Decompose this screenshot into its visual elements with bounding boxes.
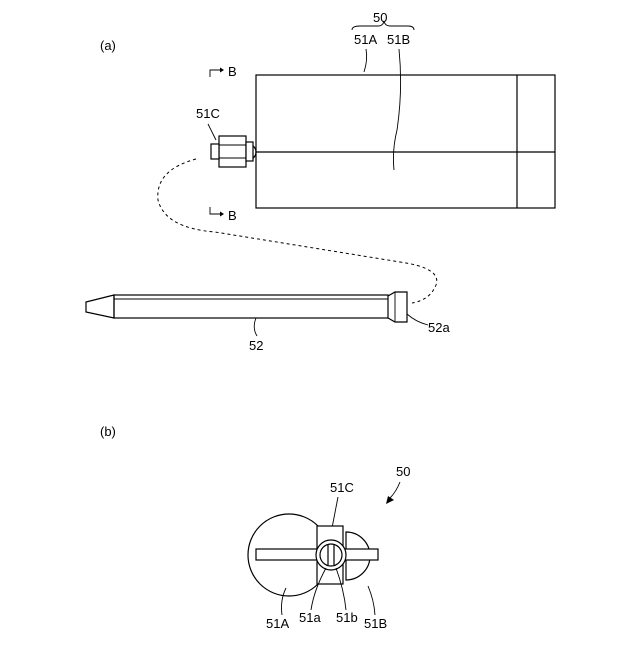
section-arrowhead-top — [220, 68, 224, 73]
cartridge-a-leader — [364, 49, 367, 72]
nozzle-end-cap — [388, 292, 407, 322]
nozzle-tip — [86, 295, 114, 318]
section-arrow-top — [210, 70, 220, 77]
nozzle-leader — [254, 318, 257, 336]
cartridge-b-leader-b — [368, 586, 375, 615]
outlet-b-ref: 51b — [336, 610, 358, 625]
connector-leader-a — [208, 124, 216, 140]
connector-ref-a: 51C — [196, 106, 220, 121]
cartridge-b-ref: 51B — [387, 32, 410, 47]
connector-nut — [219, 136, 246, 167]
outlet-a-ref: 51a — [299, 610, 321, 625]
cartridge-body — [256, 75, 555, 208]
assembly-ref-b-arrowhead — [386, 496, 394, 504]
assembly-ref-b: 50 — [396, 464, 410, 479]
assembly-ref-b-leader — [390, 482, 400, 498]
nozzle-body — [114, 295, 388, 318]
connector-leader-b — [332, 497, 338, 528]
nozzle-ref: 52 — [249, 338, 263, 353]
connector-ref-b: 51C — [330, 480, 354, 495]
cartridge-b-ref-b: 51B — [364, 616, 387, 631]
nozzle-end-leader — [407, 314, 428, 325]
connection-path — [158, 159, 437, 303]
cartridge-a-leader-b — [282, 588, 287, 615]
panel-a-label: (a) — [100, 38, 116, 53]
cartridge-a-ref: 51A — [354, 32, 377, 47]
nozzle-end-ref: 52a — [428, 320, 450, 335]
section-label-bottom: B — [228, 208, 237, 223]
section-label-top: B — [228, 64, 237, 79]
connector-tip — [211, 144, 219, 159]
section-arrow-bottom — [210, 207, 220, 214]
panel-b-label: (b) — [100, 424, 116, 439]
cartridge-a-ref-b: 51A — [266, 616, 289, 631]
section-arrowhead-bottom — [220, 212, 224, 217]
connector-collar — [246, 142, 253, 161]
assembly-ref-a: 50 — [373, 10, 387, 25]
